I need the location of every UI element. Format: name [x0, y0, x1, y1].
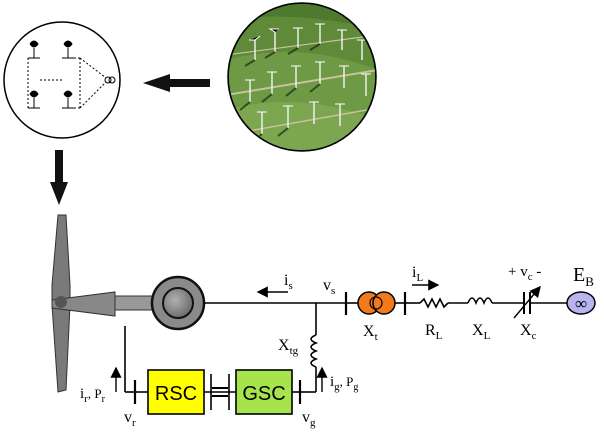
generator-icon — [150, 275, 206, 331]
arrow-left-icon — [143, 74, 210, 92]
infinite-symbol: ∞ — [575, 294, 587, 313]
label-eb: EB — [573, 264, 594, 289]
main-bus — [204, 292, 568, 315]
label-rl: RL — [425, 322, 443, 342]
rsc-converter: RSC — [147, 369, 205, 415]
converter-branch — [124, 303, 319, 410]
label-xtg: Xtg — [278, 337, 299, 357]
gsc-label: GSC — [242, 383, 285, 405]
label-vs: vs — [323, 277, 335, 297]
label-vr: vr — [124, 409, 136, 429]
label-xl: XL — [472, 322, 491, 342]
label-il: iL — [412, 264, 423, 284]
farm-schematic-icon — [3, 21, 121, 139]
label-vc: + vc - — [508, 264, 541, 283]
label-ir-pr: ir, Pr — [80, 386, 106, 405]
infinite-bus-icon — [566, 291, 596, 315]
label-is: is — [284, 272, 293, 292]
transformer-icon — [357, 291, 396, 315]
label-vg: vg — [302, 409, 316, 429]
variable-capacitor-arrow-icon — [513, 285, 541, 319]
label-xc: Xc — [520, 322, 537, 342]
label-ig-pg: ig, Pg — [330, 374, 358, 393]
wind-turbine-icon — [51, 214, 156, 393]
gsc-converter: GSC — [235, 369, 293, 415]
label-xt: Xt — [363, 323, 378, 343]
arrow-down-icon — [50, 150, 68, 205]
wind-farm-photo — [227, 2, 377, 152]
rsc-label: RSC — [155, 383, 197, 405]
